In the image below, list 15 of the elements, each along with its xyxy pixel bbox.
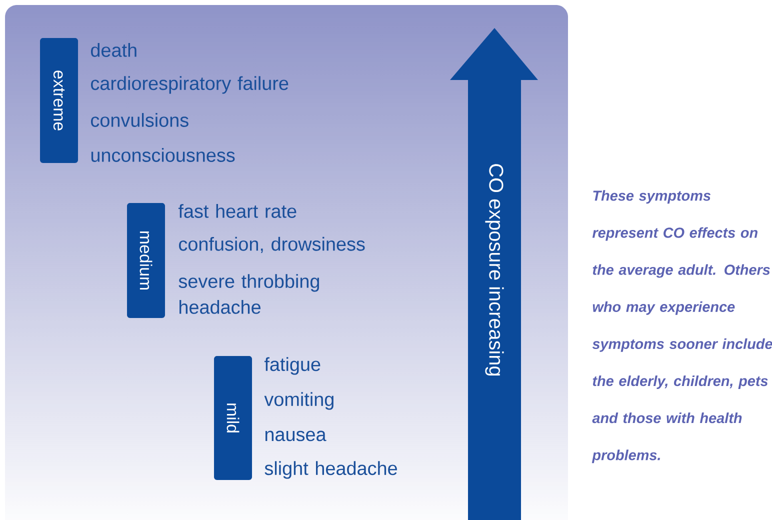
symptom-text: confusion, drowsiness	[179, 236, 365, 254]
symptom-text: fast heart rate	[178, 204, 296, 218]
symptom-text: slight headache	[264, 461, 397, 479]
note-text: These symptoms represent CO effects on the average adult. Others who may experience symptoms sooner include the elderly, children, pets and those with health problems.	[592, 190, 772, 464]
level-tab: extreme	[40, 38, 78, 163]
symptom-text: fatigue	[264, 357, 320, 375]
symptom-text: vomiting	[264, 392, 334, 410]
symptom-text: severe throbbing headache	[178, 274, 319, 314]
level-tab: mild	[214, 356, 252, 480]
symptom-text: nausea	[265, 430, 326, 442]
symptom-text: cardiorespiratory failure	[91, 76, 288, 94]
symptom-text: death	[91, 43, 136, 57]
level-tab: medium	[127, 202, 165, 318]
symptom-text: convulsions	[91, 113, 188, 127]
symptom-text: unconsciousness	[91, 148, 235, 162]
